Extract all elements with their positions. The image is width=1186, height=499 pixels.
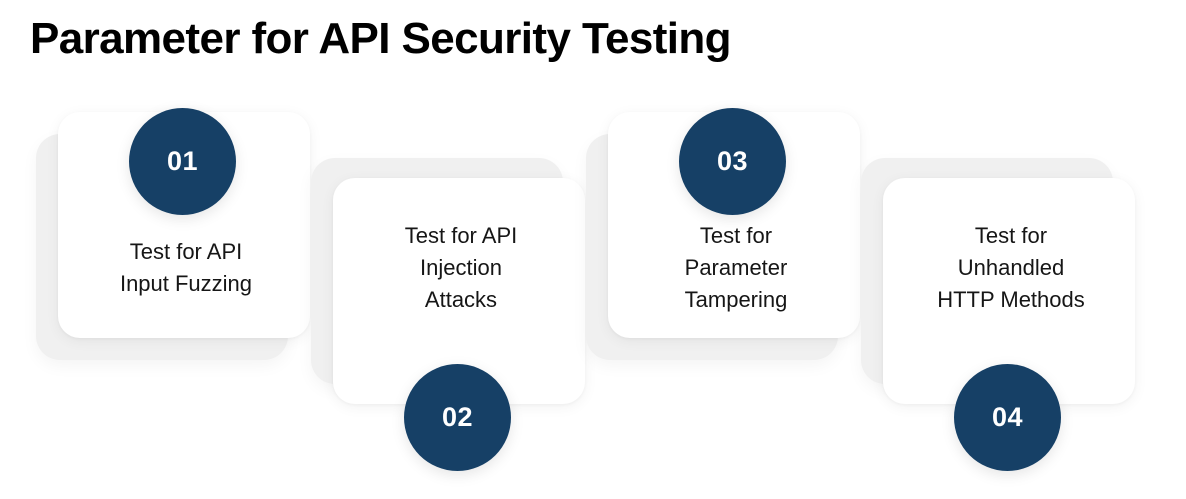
step-number-badge-04[interactable]: 04	[954, 364, 1061, 471]
step-label-03: Test for Parameter Tampering	[684, 223, 788, 312]
step-card-02[interactable]: Test for API Injection Attacks 02	[311, 96, 611, 499]
step-card-01[interactable]: Test for API Input Fuzzing 01	[36, 96, 336, 499]
step-number-badge-03[interactable]: 03	[679, 108, 786, 215]
step-label-02: Test for API Injection Attacks	[404, 223, 518, 312]
step-card-04[interactable]: Test for Unhandled HTTP Methods 04	[861, 96, 1161, 499]
step-number-text-03: 03	[716, 146, 749, 176]
step-label-01: Test for API Input Fuzzing	[119, 239, 253, 296]
step-label-04: Test for Unhandled HTTP Methods	[937, 223, 1085, 312]
steps-container: Test for API Input Fuzzing 01 Test for A…	[0, 96, 1186, 499]
step-number-text-04: 04	[991, 402, 1024, 432]
page-title: Parameter for API Security Testing	[30, 14, 732, 63]
step-number-text-02: 02	[441, 402, 474, 432]
step-card-03[interactable]: Test for Parameter Tampering 03	[586, 96, 886, 499]
step-number-text-01: 01	[166, 146, 199, 176]
step-number-badge-01[interactable]: 01	[129, 108, 236, 215]
step-number-badge-02[interactable]: 02	[404, 364, 511, 471]
